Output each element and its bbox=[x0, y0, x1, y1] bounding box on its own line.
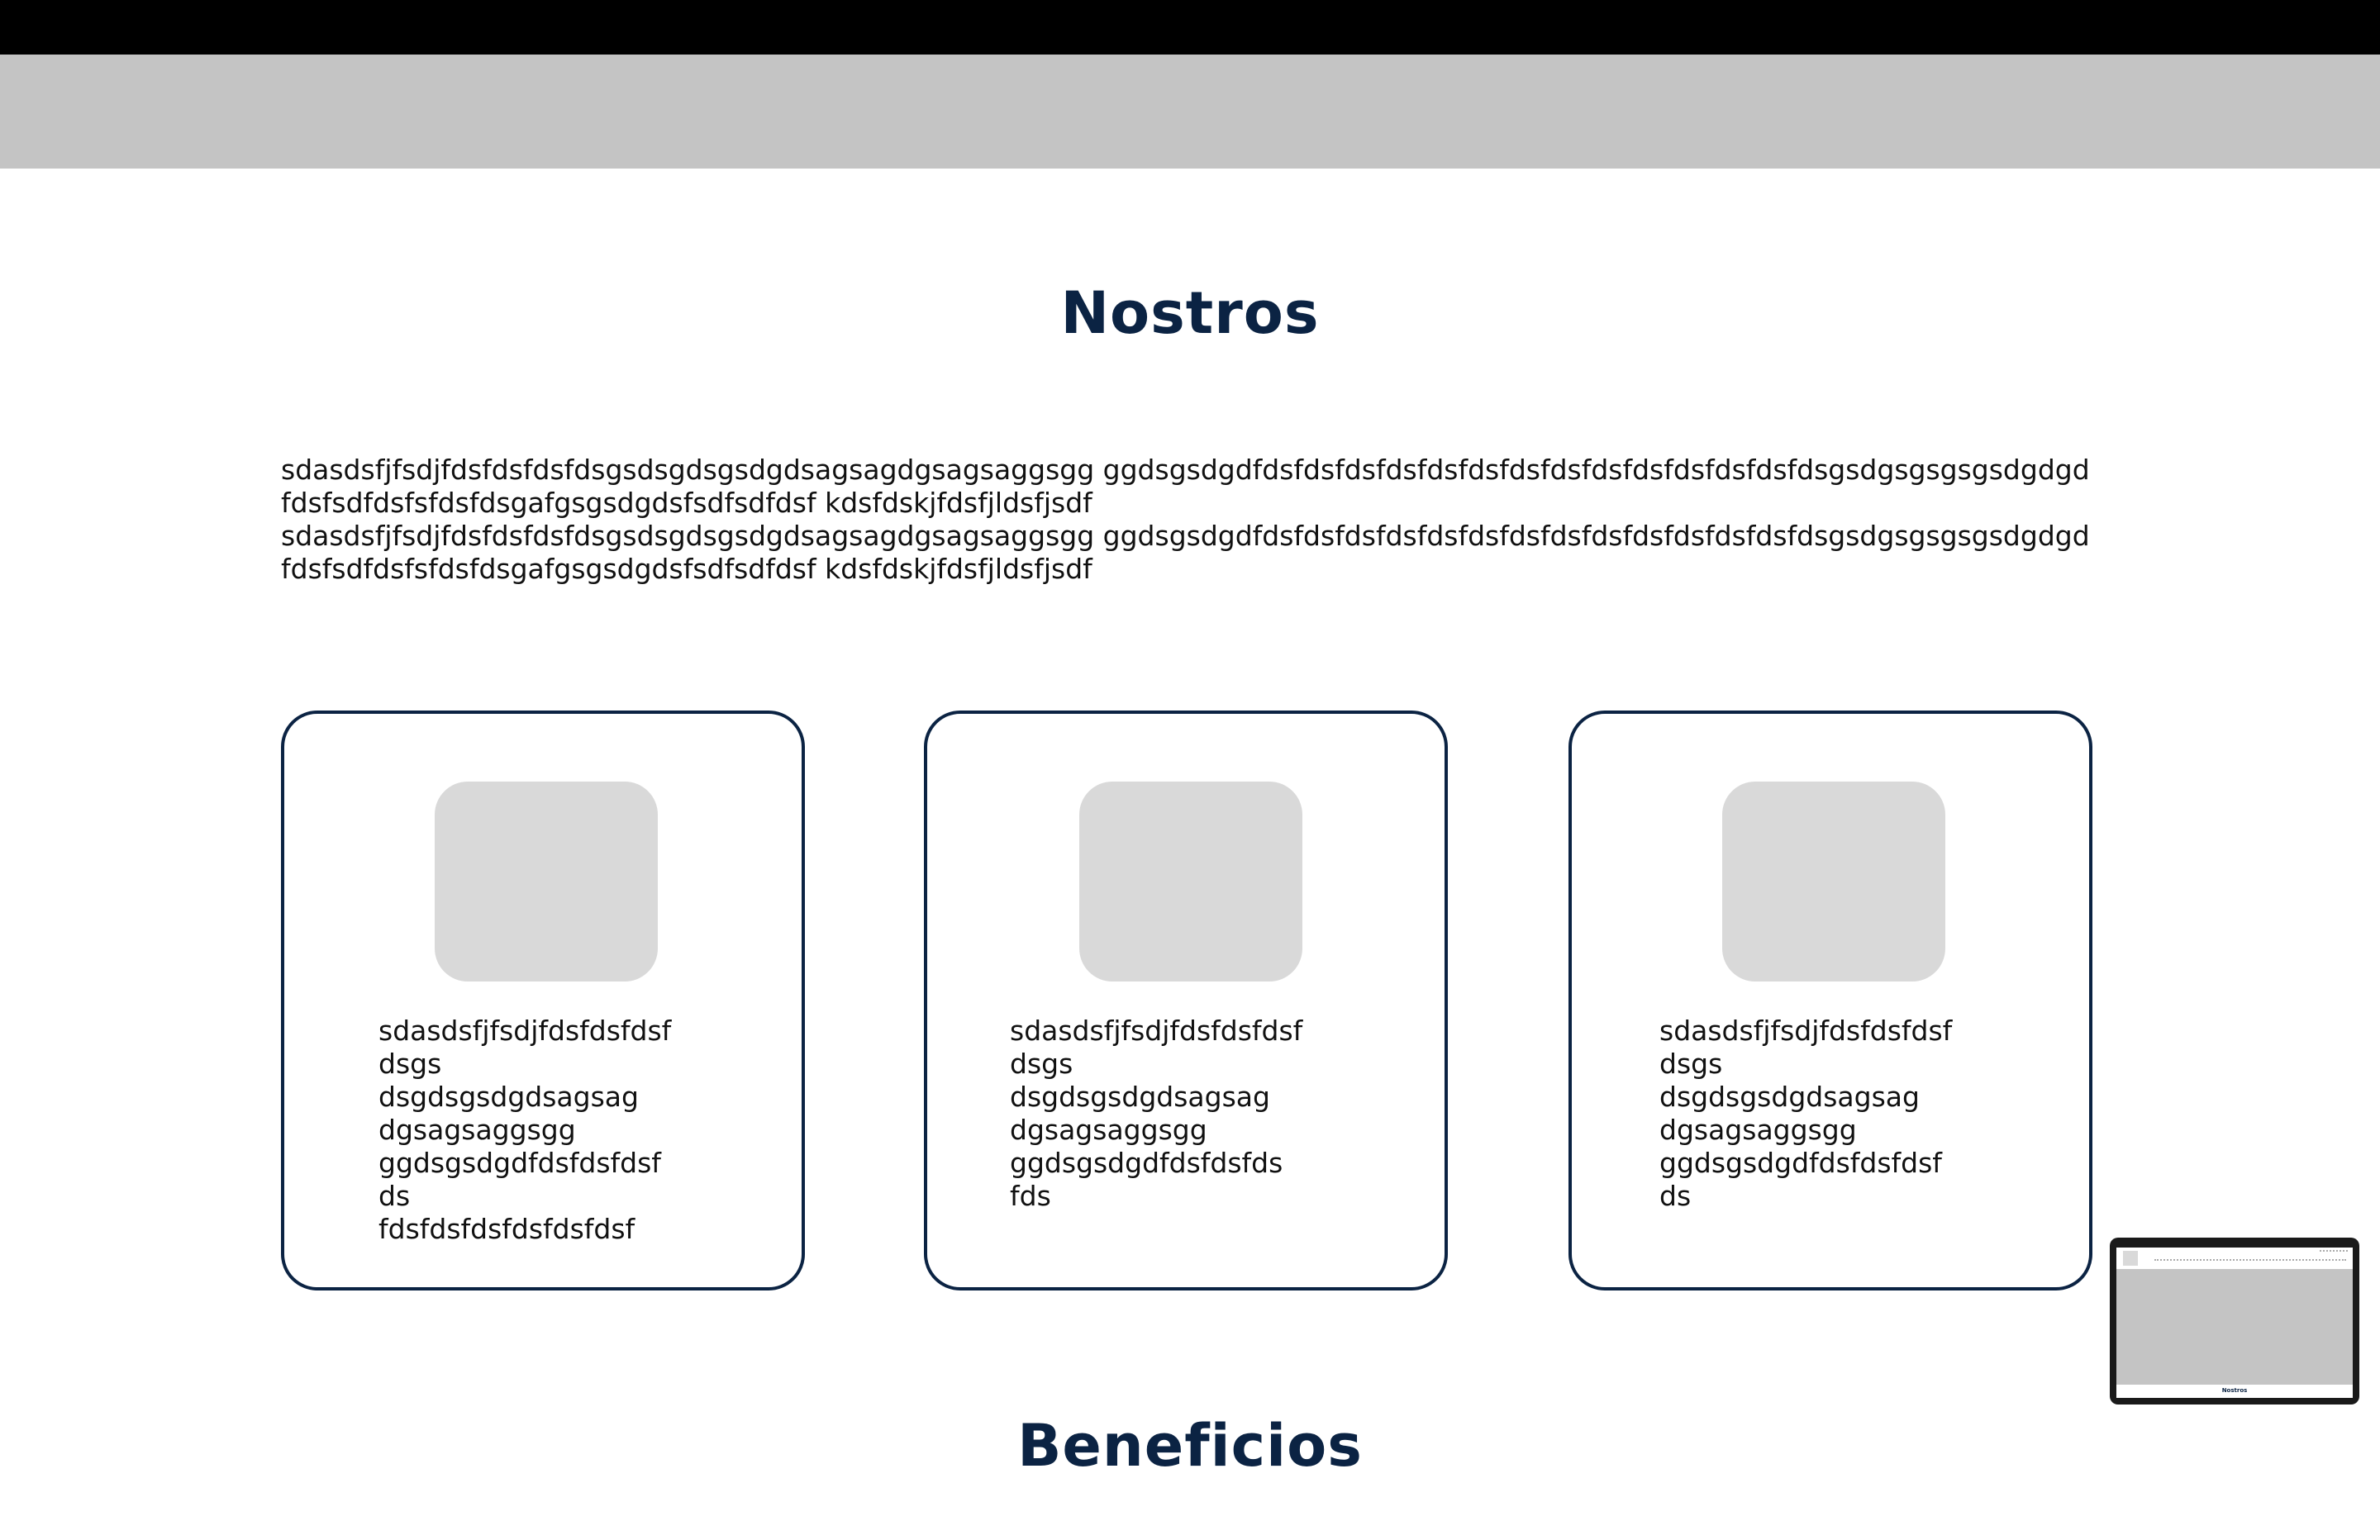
intro-paragraph: sdasdsfjfsdjfdsfdsfdsfdsgsdsgdsgsdgdsags… bbox=[281, 454, 2090, 519]
top-bar bbox=[0, 0, 2380, 55]
section-title-nostros: Nostros bbox=[1060, 279, 1320, 347]
card-text: sdasdsfjfsdjfdsfdsfdsf dsgs dsgdsgsdgdsa… bbox=[1659, 1015, 1953, 1212]
card-text: sdasdsfjfsdjfdsfdsfdsf dsgs dsgdsgsdgdsa… bbox=[1010, 1015, 1303, 1212]
feature-card: sdasdsfjfsdjfdsfdsfdsf dsgs dsgdsgsdgdsa… bbox=[281, 711, 805, 1290]
feature-card: sdasdsfjfsdjfdsfdsfdsf dsgs dsgdsgsdgdsa… bbox=[924, 711, 1448, 1290]
preview-nav-links bbox=[2154, 1259, 2346, 1263]
preview-phone-text bbox=[2320, 1250, 2348, 1254]
hero-banner bbox=[0, 55, 2380, 169]
image-placeholder-icon bbox=[435, 782, 658, 982]
cards-row: sdasdsfjfsdjfdsfdsfdsf dsgs dsgdsgsdgdsa… bbox=[281, 711, 2099, 1294]
image-placeholder-icon bbox=[1722, 782, 1945, 982]
image-placeholder-icon bbox=[1079, 782, 1302, 982]
card-text: sdasdsfjfsdjfdsfdsfdsf dsgs dsgdsgsdgdsa… bbox=[378, 1015, 672, 1245]
preview-logo bbox=[2123, 1251, 2138, 1266]
section-title-beneficios: Beneficios bbox=[1017, 1412, 1363, 1480]
feature-card: sdasdsfjfsdjfdsfdsfdsf dsgs dsgdsgsdgdsa… bbox=[1568, 711, 2092, 1290]
preview-title: Nostros bbox=[2221, 1387, 2248, 1394]
preview-navbar bbox=[2116, 1248, 2353, 1270]
preview-screen: Nostros bbox=[2116, 1248, 2353, 1398]
preview-hero bbox=[2116, 1269, 2353, 1385]
page-preview-thumbnail[interactable]: Nostros bbox=[2110, 1238, 2359, 1405]
intro-paragraph: sdasdsfjfsdjfdsfdsfdsfdsgsdsgdsgsdgdsags… bbox=[281, 520, 2090, 585]
intro-text: sdasdsfjfsdjfdsfdsfdsfdsgsdsgdsgsdgdsags… bbox=[281, 454, 2099, 586]
